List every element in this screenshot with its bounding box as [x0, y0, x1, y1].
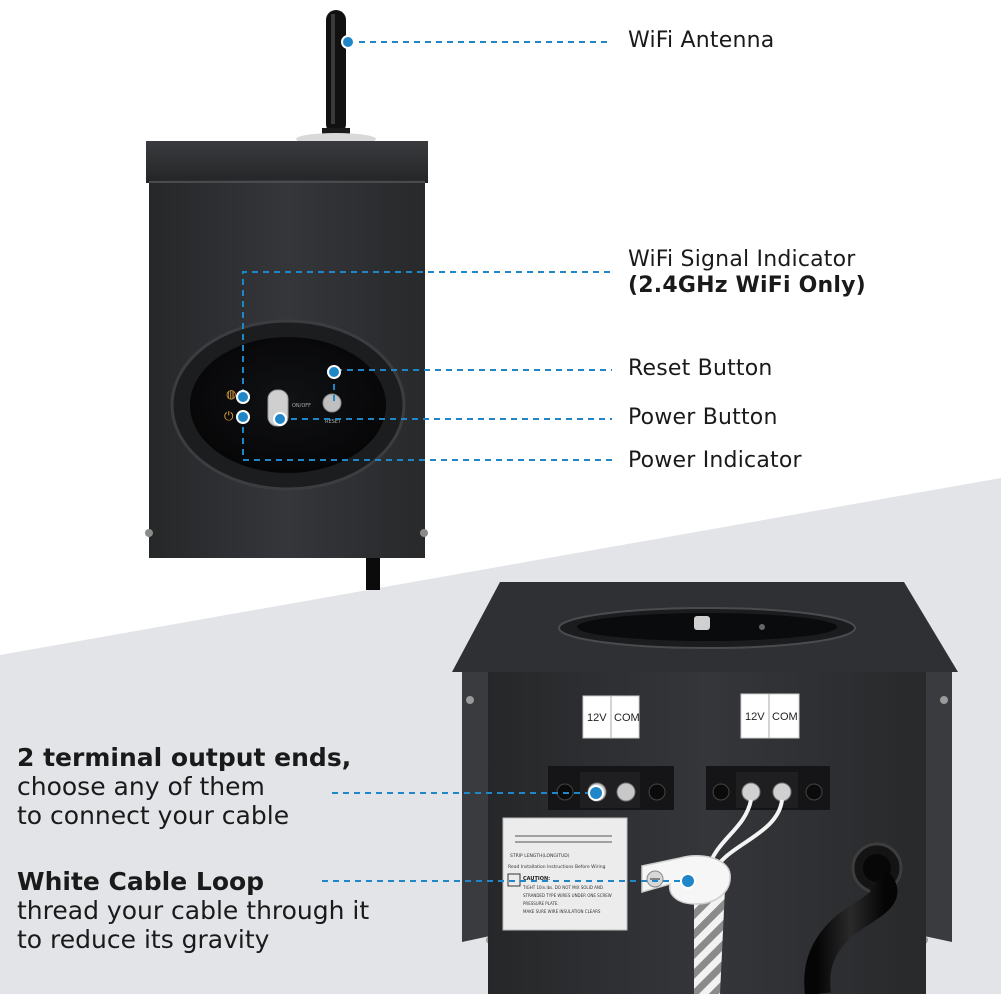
dot-antenna	[341, 35, 355, 49]
dot-reset	[327, 365, 341, 379]
terminal-label-right: 12V COM	[740, 693, 800, 739]
power-icon: ⏻	[224, 409, 234, 423]
terminal-line-2: to connect your cable	[17, 801, 290, 830]
label-wifi-signal-indicator: WiFi Signal Indicator	[628, 247, 856, 272]
power-cord	[366, 548, 380, 590]
sticker-instructions: Read Installation Instructions Before Wi…	[508, 864, 606, 870]
label-wifi-antenna: WiFi Antenna	[628, 28, 775, 53]
terminal-line-1: choose any of them	[17, 772, 265, 801]
dot-terminal	[588, 785, 604, 801]
sticker-caution: CAUTION:	[523, 876, 550, 882]
housing-lid	[146, 141, 428, 183]
terminal-label-left: 12V COM	[582, 695, 640, 739]
sticker-line-4: MAKE SURE WIRE INSULATION CLEARS	[523, 909, 601, 914]
terminal-block-right	[706, 766, 830, 810]
cable-loop-heading: White Cable Loop	[17, 867, 265, 896]
callout-line-power-indicator	[242, 416, 612, 461]
dot-power-indicator	[236, 410, 250, 424]
dot-signal	[236, 390, 250, 404]
caution-sticker: STRIP LENGTH(LONGITUD) Read Installation…	[502, 817, 628, 931]
reset-label: RESET	[325, 419, 342, 425]
terminal-block-left	[548, 766, 674, 810]
sticker-line-1: TIGHT 10in.lbs. DO NOT MIX SOLID AND	[522, 885, 603, 890]
label-reset-button: Reset Button	[628, 356, 773, 381]
dot-power-button	[273, 412, 287, 426]
cable-loop-line-2: to reduce its gravity	[17, 925, 270, 954]
terminal-left-com: COM	[614, 712, 640, 724]
cable-loop-line-1: thread your cable through it	[17, 896, 370, 925]
sticker-line-3: PRESSURE PLATE.	[523, 901, 559, 906]
wifi-antenna	[296, 10, 376, 145]
dot-cable-loop	[680, 873, 696, 889]
label-power-indicator: Power Indicator	[628, 448, 802, 473]
transformer-front-view: ◍ ⏻ ON/OFF RESET	[145, 10, 428, 590]
callout-dots	[236, 35, 696, 889]
terminal-right-12v: 12V	[745, 711, 765, 723]
left-flange	[462, 672, 490, 942]
terminal-right-com: COM	[772, 711, 798, 723]
sticker-line-2: STRANDED TYPE WIRES UNDER ONE SCREW	[523, 893, 612, 898]
callout-line-signal	[242, 271, 612, 395]
terminal-heading: 2 terminal output ends,	[17, 743, 352, 772]
black-power-cable	[804, 870, 898, 994]
switch-label: ON/OFF	[292, 403, 311, 409]
wifi-signal-icon: ◍	[226, 387, 237, 401]
transformer-bottom-view: 12V COM 12V COM	[452, 582, 958, 994]
label-wifi-only-note: (2.4GHz WiFi Only)	[628, 273, 866, 298]
callout-lines	[242, 41, 686, 882]
reset-button[interactable]	[322, 393, 342, 413]
label-power-button: Power Button	[628, 405, 778, 430]
terminal-left-12v: 12V	[587, 712, 607, 724]
right-flange	[924, 672, 952, 942]
sticker-strip-length: STRIP LENGTH(LONGITUD)	[510, 853, 570, 859]
